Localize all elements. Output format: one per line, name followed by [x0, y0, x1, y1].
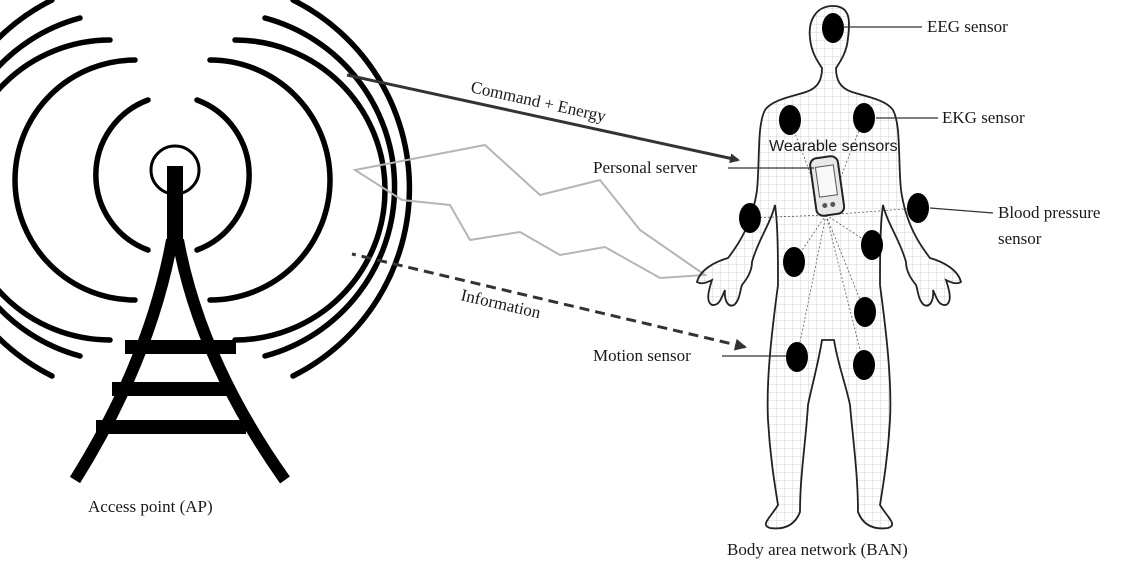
information-label: Information: [459, 285, 543, 322]
signal-arc-left-0: [96, 100, 148, 250]
body-area-network-label: Body area network (BAN): [727, 540, 908, 559]
eeg-sensor-label: EEG sensor: [927, 17, 1008, 36]
personal-server-label: Personal server: [593, 158, 698, 177]
wearable-sensors-label: Wearable sensors: [769, 138, 898, 155]
information-arrow: [352, 254, 745, 347]
sensor-node-chest-left: [779, 105, 801, 135]
sensor-node-hip-left: [783, 247, 805, 277]
human-body-icon: [697, 6, 961, 528]
ekg-sensor-label: EKG sensor: [942, 108, 1025, 127]
motion-sensor-node: [786, 342, 808, 372]
eeg-sensor-node: [822, 13, 844, 43]
command-energy-label: Command + Energy: [469, 77, 608, 125]
blood-pressure-sensor-node: [907, 193, 929, 223]
signal-arc-right-0: [197, 100, 249, 250]
motion-sensor-label: Motion sensor: [593, 346, 691, 365]
sensor-node-thigh-right: [854, 297, 876, 327]
blood-pressure-label-line2: sensor: [998, 229, 1042, 248]
access-point-tower: [0, 0, 409, 480]
sensor-node-hip-right: [861, 230, 883, 260]
signal-arc-left-1: [15, 60, 135, 300]
sensor-node-arm-left: [739, 203, 761, 233]
blood-pressure-leader: [930, 208, 993, 213]
blood-pressure-label-line1: Blood pressure: [998, 203, 1100, 222]
signal-arc-right-1: [210, 60, 330, 300]
access-point-label: Access point (AP): [88, 497, 213, 516]
sensor-node-knee-right: [853, 350, 875, 380]
ekg-sensor-node: [853, 103, 875, 133]
